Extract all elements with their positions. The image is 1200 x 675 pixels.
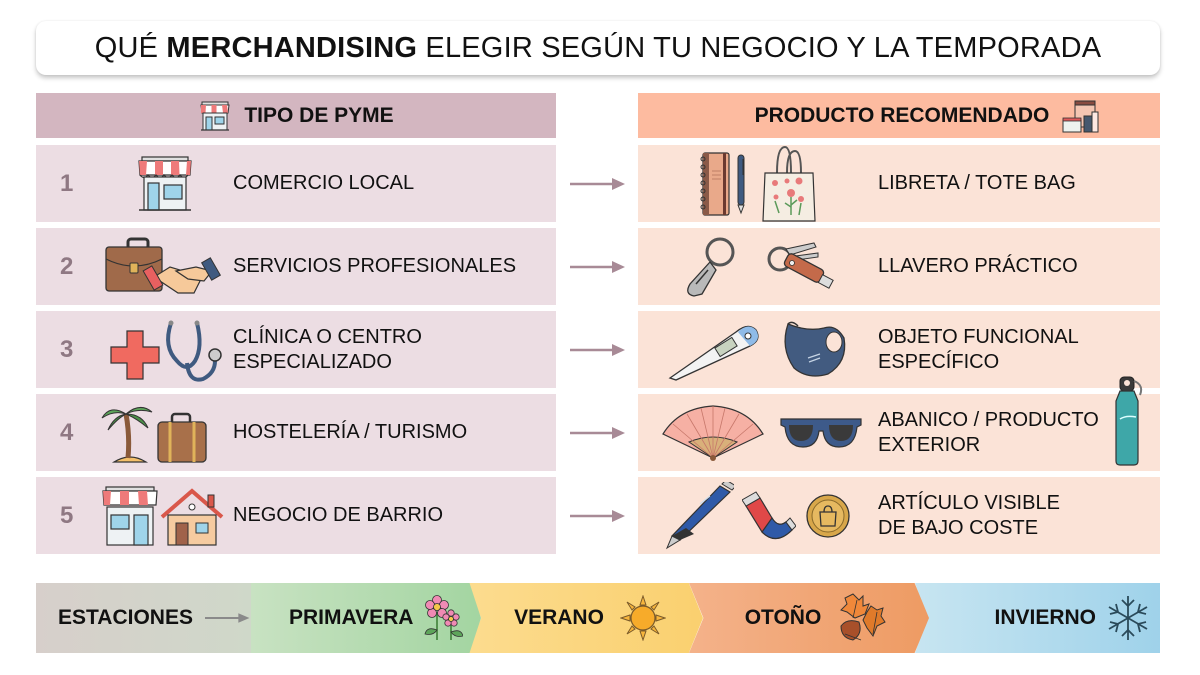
business-type-line2: ESPECIALIZADO: [233, 350, 392, 373]
page-title: QUÉ MERCHANDISING ELEGIR SEGÚN TU NEGOCI…: [36, 21, 1160, 75]
column-header-label: PRODUCTO RECOMENDADO: [754, 103, 1050, 127]
pen-icon: [735, 153, 747, 215]
column-header-business-type: TIPO DE PYME: [36, 93, 556, 138]
hand-fan-icon: [659, 402, 767, 464]
business-type-label: NEGOCIO DE BARRIO: [233, 504, 444, 526]
handshake-icon: [142, 256, 222, 294]
ballpoint-pen-icon: [664, 481, 734, 550]
season-name: OTOÑO: [744, 606, 822, 629]
product-line1: ABANICO / PRODUCTO: [878, 408, 1099, 431]
storefront-icon: [198, 100, 232, 132]
product-row-3: OBJETO FUNCIONAL ESPECÍFICO: [638, 311, 1160, 388]
product-line1: OBJETO FUNCIONAL: [878, 325, 1079, 348]
season-primavera: PRIMAVERA: [251, 583, 481, 653]
recommended-product-label: ABANICO / PRODUCTO EXTERIOR: [878, 408, 1099, 458]
column-header-label: TIPO DE PYME: [244, 103, 394, 127]
arrow-right-icon: [570, 261, 625, 273]
business-type-label: HOSTELERÍA / TURISMO: [233, 421, 468, 443]
arrow-right-icon: [570, 510, 625, 522]
title-suffix: ELEGIR SEGÚN TU NEGOCIO Y LA TEMPORADA: [417, 31, 1102, 64]
season-name: INVIERNO: [994, 606, 1096, 629]
tote-bag-icon: [761, 145, 817, 223]
products-stack-icon: [1061, 98, 1107, 134]
product-line2: DE BAJO COSTE: [878, 516, 1039, 539]
business-row-1: 1 COMERCIO LOCAL: [36, 145, 556, 222]
business-row-3: 3 CLÍNICA O CENTRO ESPECIALIZADO: [36, 311, 556, 388]
arrow-right-icon: [204, 613, 250, 623]
product-row-4: ABANICO / PRODUCTO EXTERIOR: [638, 394, 1160, 471]
season-name: PRIMAVERA: [289, 606, 414, 629]
business-type-label: COMERCIO LOCAL: [233, 172, 415, 194]
title-prefix: QUÉ: [94, 31, 167, 64]
storefront-icon: [102, 485, 158, 546]
snowflake-icon: [1108, 596, 1148, 640]
magnet-icon: [742, 488, 796, 544]
notebook-icon: [699, 151, 733, 217]
sun-icon: [619, 595, 666, 641]
row-number: 1: [60, 169, 74, 197]
recommended-product-label: LIBRETA / TOTE BAG: [878, 172, 1076, 194]
row-number: 4: [60, 418, 74, 446]
storefront-icon: [135, 155, 195, 213]
product-line1: ARTÍCULO VISIBLE: [878, 491, 1060, 514]
house-icon: [160, 487, 224, 546]
season-invierno: INVIERNO: [915, 583, 1160, 653]
recommended-product-label: ARTÍCULO VISIBLE DE BAJO COSTE: [878, 491, 1060, 541]
thermometer-icon: [666, 318, 762, 382]
medical-cross-icon: [110, 329, 160, 380]
business-type-line1: CLÍNICA O CENTRO: [233, 325, 422, 348]
stethoscope-icon: [166, 321, 222, 382]
season-otono: OTOÑO: [689, 583, 929, 653]
season-verano: VERANO: [467, 583, 703, 653]
sunglasses-icon: [779, 413, 863, 453]
business-type-label: CLÍNICA O CENTRO ESPECIALIZADO: [233, 325, 422, 375]
seasons-label: ESTACIONES: [58, 606, 193, 629]
product-row-1: LIBRETA / TOTE BAG: [638, 145, 1160, 222]
usb-keychain-icon: [766, 239, 836, 295]
face-mask-icon: [778, 318, 850, 382]
arrow-right-icon: [570, 178, 625, 190]
business-type-label: SERVICIOS PROFESIONALES: [233, 255, 517, 277]
suitcase-icon: [157, 412, 207, 463]
seasons-bar: ESTACIONES PRIMAVERA VERANO OTOÑO: [36, 583, 1160, 653]
water-bottle-icon: [1110, 375, 1146, 467]
business-row-2: 2 SERVICIOS PROFESIONALES: [36, 228, 556, 305]
autumn-leaves-icon: [840, 593, 887, 641]
seasons-label-segment: ESTACIONES: [36, 583, 251, 653]
business-row-5: 5 NEGOCIO DE BARRIO: [36, 477, 556, 554]
carabiner-keychain-icon: [680, 236, 742, 298]
arrow-right-icon: [570, 344, 625, 356]
product-row-2: LLAVERO PRÁCTICO: [638, 228, 1160, 305]
title-bold: MERCHANDISING: [166, 31, 418, 64]
row-number: 5: [60, 501, 74, 529]
product-line2: EXTERIOR: [878, 433, 981, 456]
row-number: 2: [60, 252, 74, 280]
arrow-right-icon: [570, 427, 625, 439]
recommended-product-label: OBJETO FUNCIONAL ESPECÍFICO: [878, 325, 1079, 375]
season-name: VERANO: [514, 606, 604, 629]
product-row-5: ARTÍCULO VISIBLE DE BAJO COSTE: [638, 477, 1160, 554]
row-number: 3: [60, 335, 74, 363]
recommended-product-label: LLAVERO PRÁCTICO: [878, 255, 1078, 277]
column-header-recommended-product: PRODUCTO RECOMENDADO: [638, 93, 1160, 138]
palm-tree-icon: [101, 406, 153, 463]
product-line2: ESPECÍFICO: [878, 350, 1000, 373]
flowers-icon: [424, 595, 464, 640]
token-coin-icon: [804, 492, 852, 540]
business-row-4: 4 HOSTELERÍA / TURISMO: [36, 394, 556, 471]
